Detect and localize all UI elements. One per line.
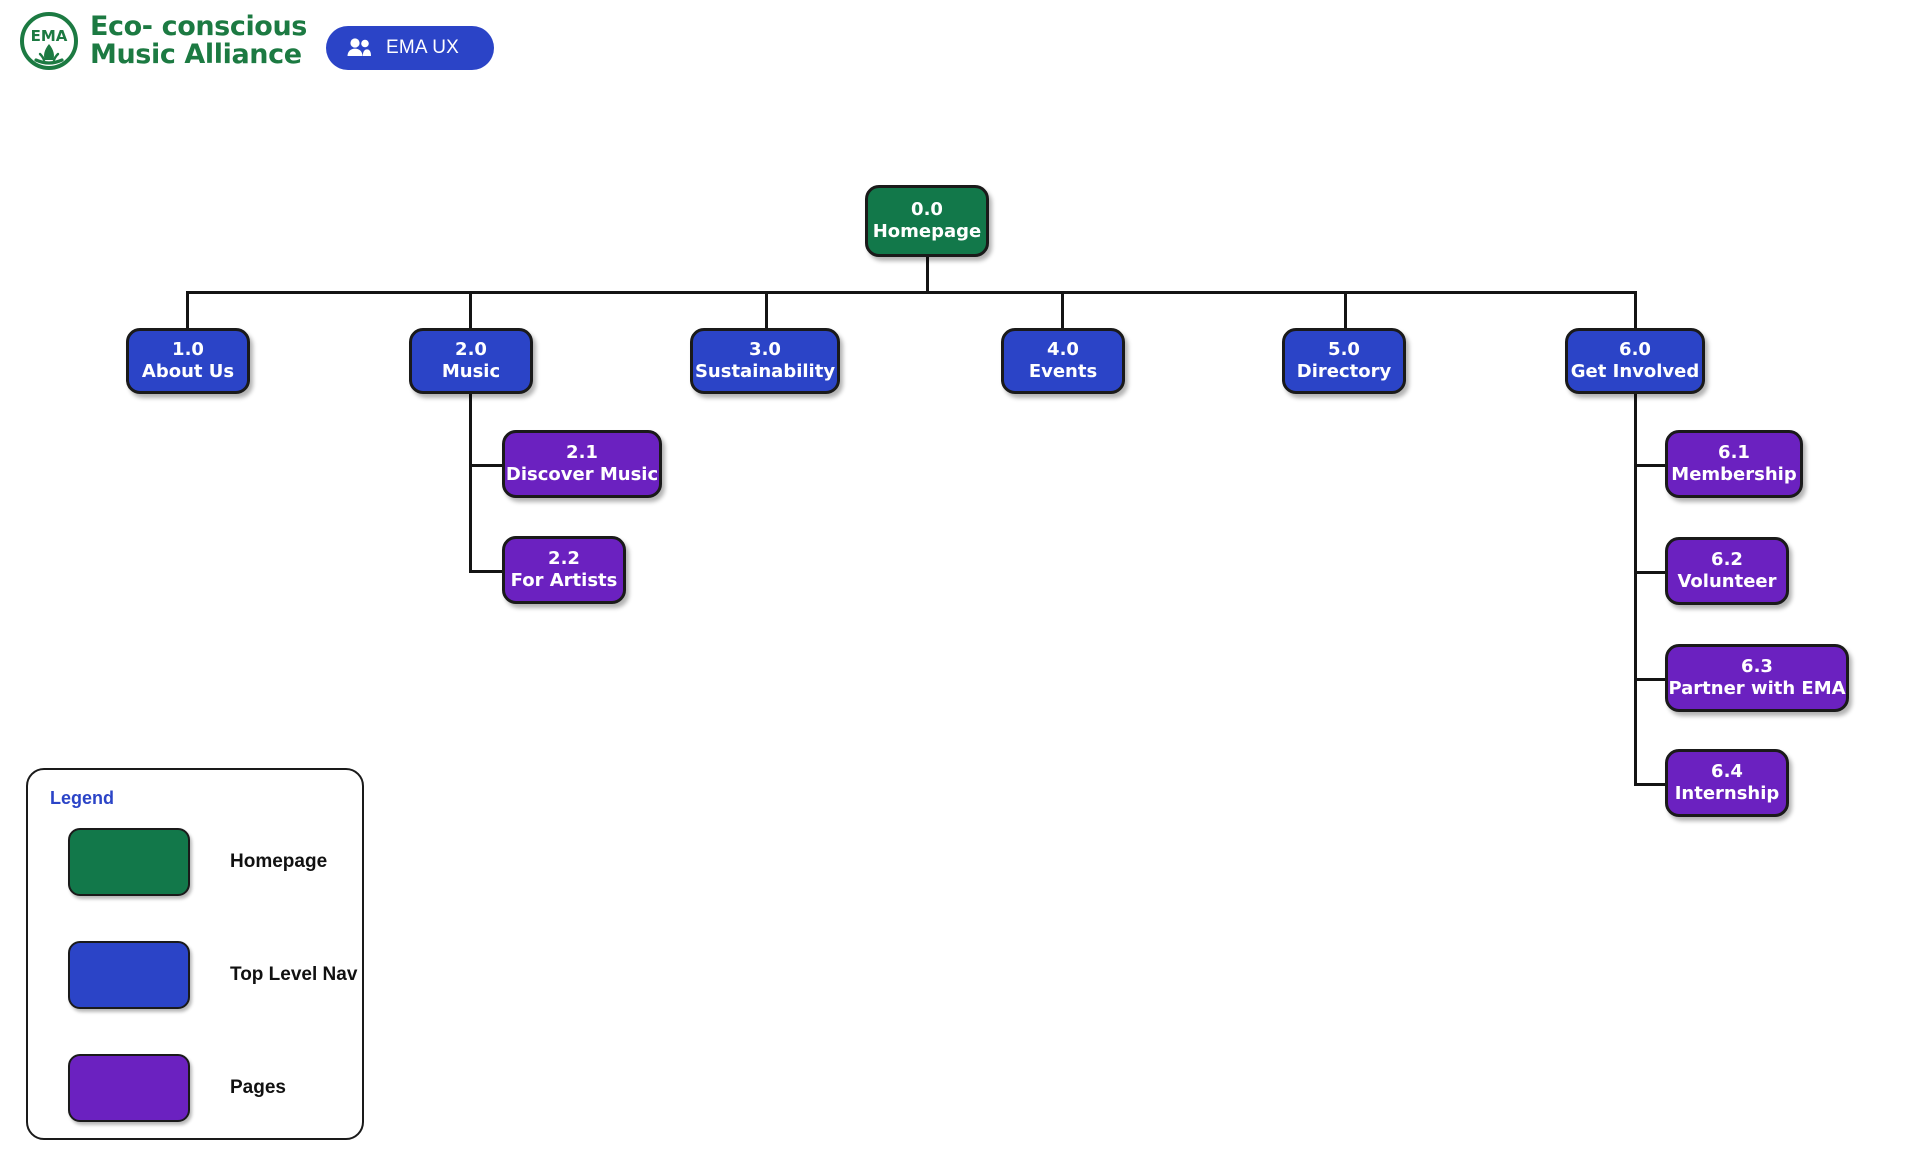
node-label: Get Involved	[1570, 361, 1700, 382]
node-label: Directory	[1296, 361, 1392, 382]
connector-drop-about-us	[186, 291, 189, 328]
node-6-2-volunteer[interactable]: 6.2 Volunteer	[1665, 537, 1789, 605]
legend-swatch-homepage	[68, 828, 190, 896]
node-number: 0.0	[911, 199, 943, 221]
connector-drop-directory	[1344, 291, 1347, 328]
node-2-0-music[interactable]: 2.0 Music	[409, 328, 533, 394]
page-header: EMA Eco- conscious Music Alliance EMA UX	[0, 0, 1920, 92]
node-label: Music	[441, 361, 501, 382]
legend-swatch-top-level-nav	[68, 941, 190, 1009]
node-label: Events	[1028, 361, 1098, 382]
people-group-icon	[346, 37, 372, 59]
node-number: 6.0	[1619, 339, 1651, 361]
connector-music-trunk	[469, 393, 472, 573]
node-number: 1.0	[172, 339, 204, 361]
node-number: 6.3	[1741, 656, 1773, 678]
node-4-0-events[interactable]: 4.0 Events	[1001, 328, 1125, 394]
node-6-1-membership[interactable]: 6.1 Membership	[1665, 430, 1803, 498]
ema-ux-button[interactable]: EMA UX	[326, 26, 494, 70]
node-6-4-internship[interactable]: 6.4 Internship	[1665, 749, 1789, 817]
node-number: 2.2	[548, 548, 580, 570]
legend-title: Legend	[50, 788, 115, 808]
brand-logo: EMA Eco- conscious Music Alliance	[18, 10, 307, 72]
legend-label: Pages	[230, 1077, 286, 1098]
connector-top-bus	[187, 291, 1637, 294]
legend-item-top-level-nav: Top Level Nav	[68, 941, 357, 1009]
connector-drop-get-involved	[1634, 291, 1637, 328]
node-number: 4.0	[1047, 339, 1079, 361]
connector-get-involved-elbow-6-2	[1634, 571, 1666, 574]
svg-text:EMA: EMA	[31, 27, 68, 45]
connector-get-involved-elbow-6-4	[1634, 783, 1666, 786]
connector-drop-events	[1061, 291, 1064, 328]
connector-get-involved-elbow-6-3	[1634, 678, 1666, 681]
node-label: About Us	[141, 361, 235, 382]
connector-root-stem	[926, 257, 929, 291]
connector-drop-sustainability	[765, 291, 768, 328]
node-label: For Artists	[510, 570, 618, 591]
node-6-3-partner-with-ema[interactable]: 6.3 Partner with EMA	[1665, 644, 1849, 712]
ema-ux-button-label: EMA UX	[386, 37, 459, 58]
legend-label: Homepage	[230, 851, 328, 872]
node-number: 5.0	[1328, 339, 1360, 361]
node-label: Membership	[1671, 464, 1797, 485]
node-number: 6.2	[1711, 549, 1743, 571]
node-1-0-about-us[interactable]: 1.0 About Us	[126, 328, 250, 394]
legend-swatch-pages	[68, 1054, 190, 1122]
node-label: Discover Music	[505, 464, 659, 485]
node-0-0-homepage[interactable]: 0.0 Homepage	[865, 185, 989, 257]
node-2-1-discover-music[interactable]: 2.1 Discover Music	[502, 430, 662, 498]
node-number: 2.0	[455, 339, 487, 361]
connector-music-elbow-2-2	[469, 570, 502, 573]
node-number: 3.0	[749, 339, 781, 361]
node-label: Internship	[1674, 783, 1780, 804]
node-number: 6.4	[1711, 761, 1743, 783]
legend-item-homepage: Homepage	[68, 828, 327, 896]
legend-label: Top Level Nav	[230, 964, 358, 985]
node-label: Homepage	[872, 221, 982, 242]
node-label: Sustainability	[694, 361, 836, 382]
node-number: 6.1	[1718, 442, 1750, 464]
brand-name: Eco- conscious Music Alliance	[90, 11, 307, 70]
connector-get-involved-elbow-6-1	[1634, 464, 1666, 467]
connector-drop-music	[469, 291, 472, 328]
node-3-0-sustainability[interactable]: 3.0 Sustainability	[690, 328, 840, 394]
node-2-2-for-artists[interactable]: 2.2 For Artists	[502, 536, 626, 604]
ema-circle-leaf-logo: EMA	[18, 10, 80, 72]
node-6-0-get-involved[interactable]: 6.0 Get Involved	[1565, 328, 1705, 394]
legend-item-pages: Pages	[68, 1054, 286, 1122]
node-5-0-directory[interactable]: 5.0 Directory	[1282, 328, 1406, 394]
connector-get-involved-trunk	[1634, 393, 1637, 783]
node-number: 2.1	[566, 442, 598, 464]
node-label: Partner with EMA	[1668, 678, 1846, 699]
connector-music-elbow-2-1	[469, 464, 502, 467]
node-label: Volunteer	[1677, 571, 1777, 592]
legend-panel: Legend Homepage Top Level Nav Pages	[26, 768, 364, 1140]
